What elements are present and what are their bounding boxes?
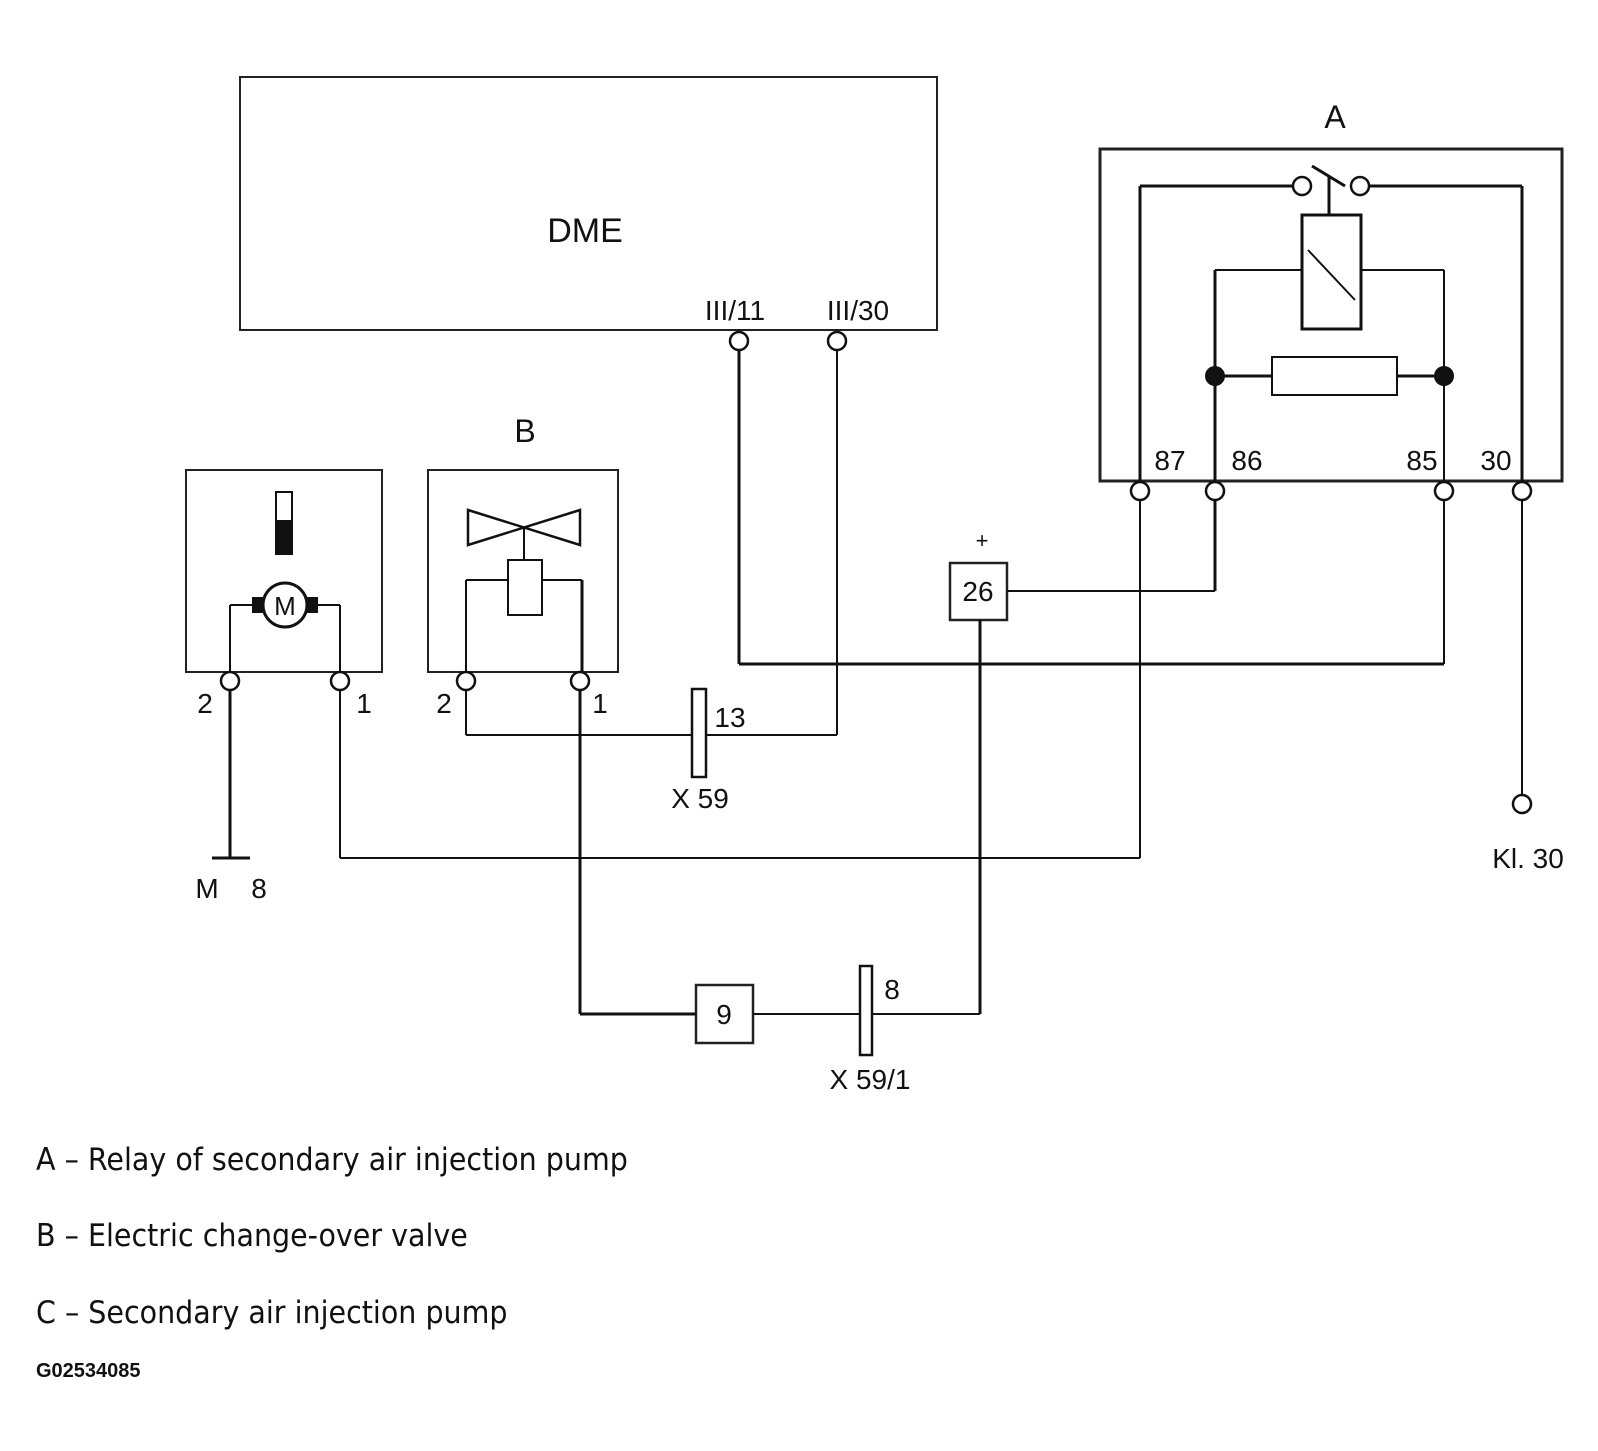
dme-label: DME xyxy=(547,212,623,250)
pump-c: M 2 1 xyxy=(185,469,383,719)
relay-switch-contact-left xyxy=(1291,175,1313,197)
relay-resistor xyxy=(1271,356,1398,396)
pump-pin-2-label: 2 xyxy=(197,688,213,719)
motor-letter: M xyxy=(274,591,296,621)
connector-x59: 13 X 59 xyxy=(671,687,746,814)
fuse-polarity: + xyxy=(976,528,989,553)
valve-pin-2-label: 2 xyxy=(436,688,452,719)
ground-label: M xyxy=(195,873,218,904)
fuse-26: + 26 xyxy=(948,528,1009,622)
relay-pin-86-label: 86 xyxy=(1231,445,1262,476)
figure-code: G02534085 xyxy=(36,1360,141,1382)
relay-coil xyxy=(1300,213,1363,331)
connector-x59-1: 8 X 59/1 xyxy=(830,964,911,1095)
component-9: 9 xyxy=(694,983,755,1045)
legend-item-c: C – Secondary air injection pump xyxy=(36,1295,508,1331)
relay-pin-87-label: 87 xyxy=(1154,445,1185,476)
pump-terminal-2 xyxy=(219,670,241,692)
valve-solenoid xyxy=(507,559,543,616)
pump-terminal-1 xyxy=(329,670,351,692)
valve-pin-1-label: 1 xyxy=(592,688,608,719)
relay-junction-86 xyxy=(1205,366,1225,386)
relay-terminal-85 xyxy=(1433,480,1455,502)
legend-item-b: B – Electric change-over valve xyxy=(36,1218,468,1254)
relay-a-label: A xyxy=(1324,99,1346,135)
relay-switch-contact-right xyxy=(1349,175,1371,197)
connector-x59-1-pin: 8 xyxy=(884,974,900,1005)
kl30-terminal: Kl. 30 xyxy=(1492,500,1564,874)
valve-b: B 2 1 xyxy=(427,413,619,719)
kl30-label: Kl. 30 xyxy=(1492,843,1564,874)
relay-pin-85-label: 85 xyxy=(1406,445,1437,476)
legend-item-a: A – Relay of secondary air injection pum… xyxy=(36,1142,628,1178)
relay-terminal-30 xyxy=(1511,480,1533,502)
valve-terminal-2 xyxy=(455,670,477,692)
valve-b-label: B xyxy=(514,413,535,449)
relay-a: A 87 86 85 30 xyxy=(1098,99,1564,502)
connector-x59-name: X 59 xyxy=(671,783,729,814)
relay-terminal-86 xyxy=(1204,480,1226,502)
dme-pin-iii-30-label: III/30 xyxy=(827,295,889,326)
valve-terminal-1 xyxy=(569,670,591,692)
ground-m8: M 8 xyxy=(195,690,267,904)
dme-unit: DME III/11 III/30 xyxy=(239,76,938,352)
connector-x59-1-name: X 59/1 xyxy=(830,1064,911,1095)
ground-number: 8 xyxy=(251,873,267,904)
component-9-number: 9 xyxy=(716,999,732,1030)
pump-pin-1-label: 1 xyxy=(356,688,372,719)
dme-pin-iii-11-label: III/11 xyxy=(705,295,765,326)
connector-x59-pin: 13 xyxy=(714,702,745,733)
relay-junction-85 xyxy=(1434,366,1454,386)
fuse-number: 26 xyxy=(962,576,993,607)
relay-pin-30-label: 30 xyxy=(1480,445,1511,476)
dme-terminal-iii-11 xyxy=(728,330,750,352)
kl30-terminal-circle xyxy=(1511,793,1533,815)
wires xyxy=(339,350,1445,1016)
relay-terminal-87 xyxy=(1129,480,1151,502)
dme-terminal-iii-30 xyxy=(826,330,848,352)
